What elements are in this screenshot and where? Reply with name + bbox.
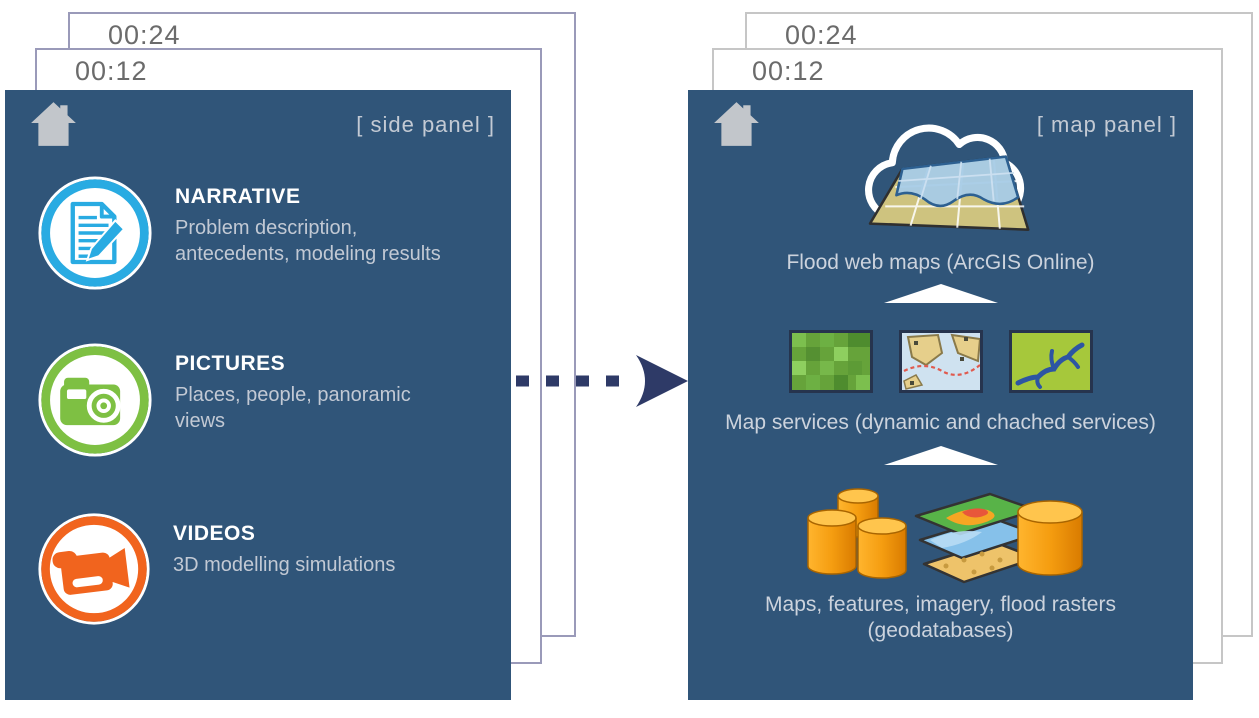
video-camera-icon bbox=[38, 513, 150, 625]
home-button[interactable] bbox=[29, 100, 79, 152]
geodatabase-stack-icon bbox=[688, 478, 1193, 601]
map-service-thumbnails bbox=[688, 330, 1193, 393]
home-icon bbox=[31, 102, 76, 146]
narrative-document-icon bbox=[38, 176, 152, 290]
feature-description: 3D modelling simulations bbox=[173, 554, 396, 576]
feature-text: NARRATIVE Problem description, anteceden… bbox=[175, 185, 467, 267]
feature-title: NARRATIVE bbox=[175, 185, 301, 208]
topographic-map-thumbnail bbox=[898, 330, 983, 393]
flow-arrow-dashed bbox=[516, 355, 688, 407]
tier-caption-text: Maps, features, imagery, flood rasters (… bbox=[765, 593, 1116, 643]
panel-label: [ map panel ] bbox=[1036, 112, 1177, 137]
feature-description: Places, people, panoramic views bbox=[175, 384, 411, 432]
sidebar-item-pictures[interactable]: PICTURES Places, people, panoramic views bbox=[37, 342, 435, 458]
side-panel: [ side panel ] NARRATIVE bbox=[5, 90, 511, 700]
tier-caption: Flood web maps (ArcGIS Online) bbox=[786, 251, 1095, 274]
tier-caption: Maps, features, imagery, flood rasters (… bbox=[688, 592, 1193, 645]
feature-title: PICTURES bbox=[175, 352, 286, 375]
sidebar-item-videos[interactable]: VIDEOS 3D modelling simulations bbox=[37, 512, 473, 626]
feature-text: PICTURES Places, people, panoramic views bbox=[175, 352, 435, 434]
timestamp: 00:24 bbox=[108, 20, 181, 50]
feature-description: Problem description, antecedents, modeli… bbox=[175, 217, 441, 265]
tier-web-maps bbox=[688, 110, 1193, 257]
map-panel: [ map panel ] bbox=[688, 90, 1193, 700]
panel-label: [ side panel ] bbox=[356, 112, 495, 137]
feature-text: VIDEOS 3D modelling simulations bbox=[173, 522, 473, 578]
sidebar-item-narrative[interactable]: NARRATIVE Problem description, anteceden… bbox=[37, 175, 467, 291]
map-panel-header: [ map panel ] bbox=[712, 100, 1177, 152]
arrow-up-icon bbox=[883, 284, 998, 303]
timestamp: 00:12 bbox=[75, 56, 148, 86]
home-icon bbox=[714, 102, 759, 146]
feature-title: VIDEOS bbox=[173, 522, 256, 545]
side-panel-header: [ side panel ] bbox=[29, 100, 495, 152]
arrow-up-icon bbox=[883, 446, 998, 465]
raster-green-thumbnail bbox=[788, 330, 873, 393]
stream-network-thumbnail bbox=[1008, 330, 1093, 393]
cloud-web-map-icon bbox=[864, 124, 1029, 231]
camera-icon bbox=[38, 343, 152, 457]
tier-caption: Map services (dynamic and chached servic… bbox=[725, 411, 1156, 434]
timestamp: 00:24 bbox=[785, 20, 858, 50]
timestamp: 00:12 bbox=[752, 56, 825, 86]
home-button[interactable] bbox=[712, 100, 762, 152]
